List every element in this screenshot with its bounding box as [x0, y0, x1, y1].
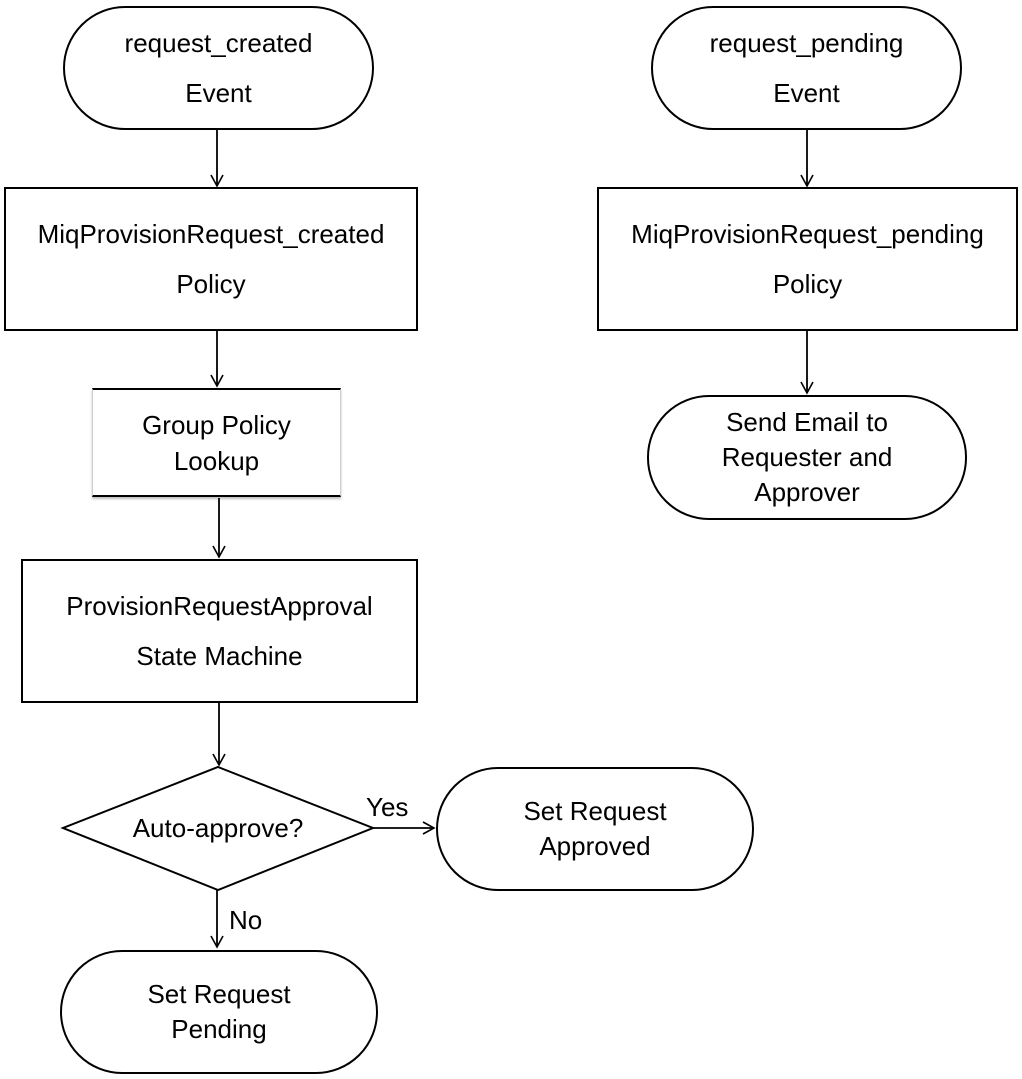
node-subtitle: Approved [539, 831, 651, 861]
no-label: No [229, 905, 263, 935]
node-subtitle: Event [773, 78, 840, 108]
node-title: Set Request [523, 796, 667, 826]
set-request-pending: Set Request Pending [60, 950, 378, 1074]
yes-label: Yes [366, 792, 409, 822]
created-policy-box: MiqProvisionRequest_created Policy [4, 187, 418, 331]
auto-approve-label: Auto-approve? [132, 813, 304, 843]
node-subtitle: State Machine [136, 641, 303, 671]
node-line-1: Send Email to [726, 407, 888, 437]
node-title: Set Request [147, 979, 291, 1009]
approval-state-machine-box: ProvisionRequestApproval State Machine [21, 559, 418, 703]
node-title: request_created [124, 28, 313, 58]
pending-policy-box: MiqProvisionRequest_pending Policy [597, 187, 1018, 331]
node-subtitle: Pending [171, 1014, 267, 1044]
node-subtitle: Event [185, 78, 252, 108]
node-subtitle: Policy [176, 269, 246, 299]
node-line-3: Approver [754, 477, 860, 507]
auto-approve-diamond [60, 765, 376, 892]
node-title: request_pending [709, 28, 904, 58]
request-pending-event: request_pending Event [651, 6, 962, 130]
node-subtitle: Policy [772, 269, 843, 299]
set-request-approved: Set Request Approved [436, 767, 754, 891]
node-title: MiqProvisionRequest_created [37, 219, 385, 249]
node-title: ProvisionRequestApproval [66, 591, 373, 621]
node-subtitle: Lookup [173, 445, 260, 476]
node-title: Group Policy [142, 409, 291, 440]
send-email-terminal: Send Email to Requester and Approver [647, 395, 967, 520]
request-created-event: request_created Event [63, 6, 374, 130]
node-title: MiqProvisionRequest_pending [631, 219, 984, 249]
node-line-2: Requester and [721, 442, 893, 472]
group-policy-lookup-box: Group Policy Lookup [92, 388, 341, 497]
